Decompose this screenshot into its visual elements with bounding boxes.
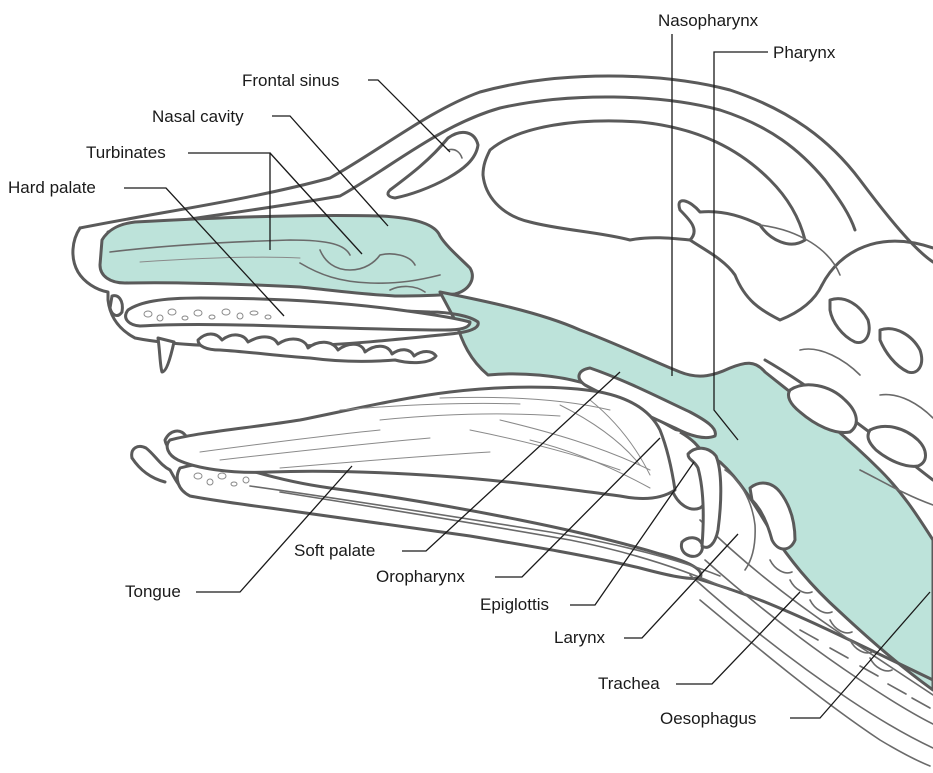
label-turbinates: Turbinates: [86, 143, 166, 162]
label-epiglottis: Epiglottis: [480, 595, 549, 614]
label-tongue: Tongue: [125, 582, 181, 601]
label-frontal-sinus: Frontal sinus: [242, 71, 339, 90]
leader-nasal-cavity: [272, 116, 388, 226]
nasal-cavity-region: [100, 215, 472, 296]
label-hard-palate: Hard palate: [8, 178, 96, 197]
label-nasal-cavity: Nasal cavity: [152, 107, 244, 126]
label-nasopharynx: Nasopharynx: [658, 11, 759, 30]
label-soft-palate: Soft palate: [294, 541, 375, 560]
leader-frontal-sinus: [368, 80, 450, 152]
label-pharynx: Pharynx: [773, 43, 836, 62]
airway-pharynx: [440, 292, 933, 690]
leader-trachea: [676, 592, 800, 684]
label-larynx: Larynx: [554, 628, 606, 647]
label-oropharynx: Oropharynx: [376, 567, 465, 586]
label-oesophagus: Oesophagus: [660, 709, 756, 728]
label-trachea: Trachea: [598, 674, 660, 693]
